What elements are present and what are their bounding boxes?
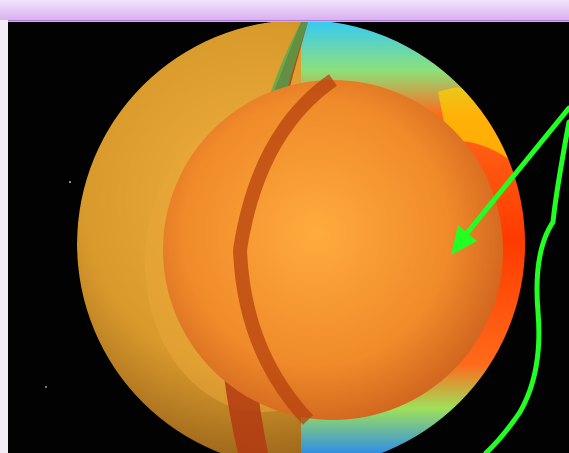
planet-illustration bbox=[45, 22, 569, 453]
core-edge-shadow bbox=[232, 74, 338, 425]
left-border bbox=[0, 20, 8, 453]
top-border bbox=[0, 0, 569, 21]
green-arrow-icon bbox=[451, 105, 569, 255]
planet-cutaway-image bbox=[8, 22, 569, 453]
star bbox=[45, 386, 47, 388]
planet-core bbox=[163, 80, 503, 420]
green-bracket-curve bbox=[483, 119, 569, 453]
star bbox=[69, 181, 71, 183]
